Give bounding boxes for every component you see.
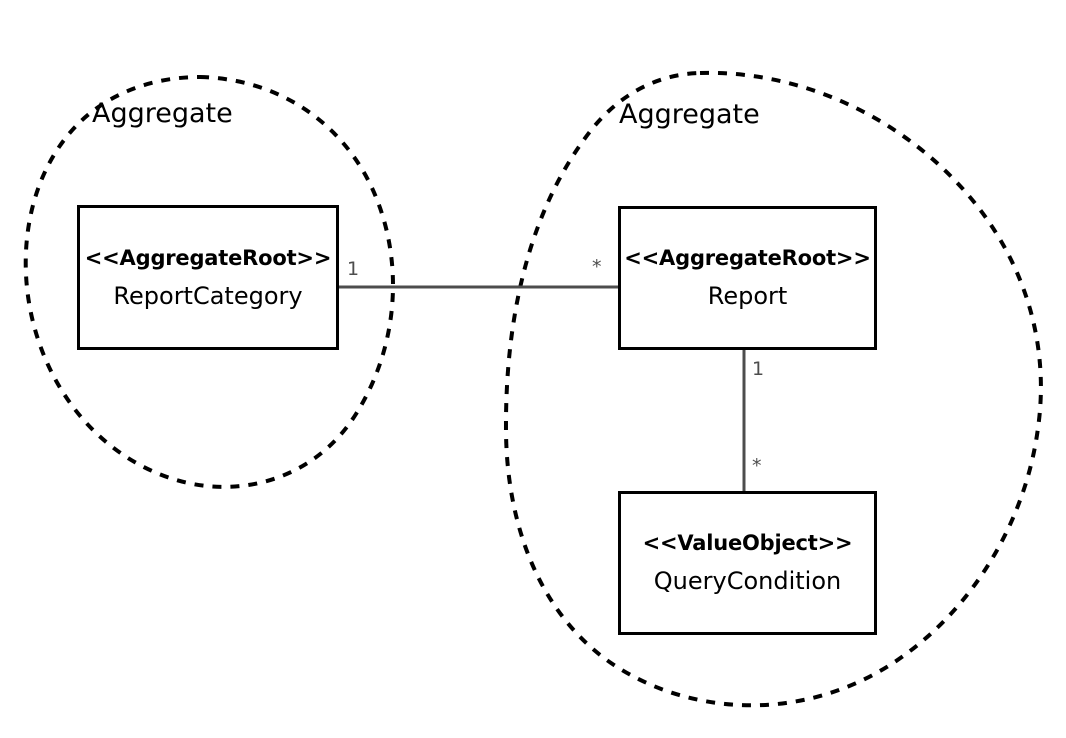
- multiplicity-report-condition-source: 1: [752, 358, 765, 380]
- aggregate-boundary-left: [23, 74, 395, 489]
- entity-query-condition[interactable]: <<ValueObject>> QueryCondition: [618, 491, 877, 635]
- entity-query-condition-name: QueryCondition: [653, 567, 842, 595]
- aggregate-boundary-label-right: Aggregate: [619, 99, 760, 130]
- entity-report-category-name: ReportCategory: [113, 281, 303, 310]
- aggregate-boundary-label-left: Aggregate: [92, 98, 233, 129]
- entity-report[interactable]: <<AggregateRoot>> Report: [618, 206, 877, 350]
- multiplicity-category-report-source: 1: [347, 258, 360, 280]
- aggregate-boundary-right: [503, 70, 1043, 708]
- multiplicity-report-condition-target: *: [752, 455, 762, 477]
- entity-report-category[interactable]: <<AggregateRoot>> ReportCategory: [77, 205, 339, 350]
- entity-report-stereotype: <<AggregateRoot>>: [624, 246, 871, 270]
- entity-report-category-stereotype: <<AggregateRoot>>: [84, 245, 332, 270]
- multiplicity-category-report-target: *: [592, 256, 602, 278]
- entity-report-name: Report: [707, 282, 788, 310]
- entity-query-condition-stereotype: <<ValueObject>>: [642, 531, 853, 555]
